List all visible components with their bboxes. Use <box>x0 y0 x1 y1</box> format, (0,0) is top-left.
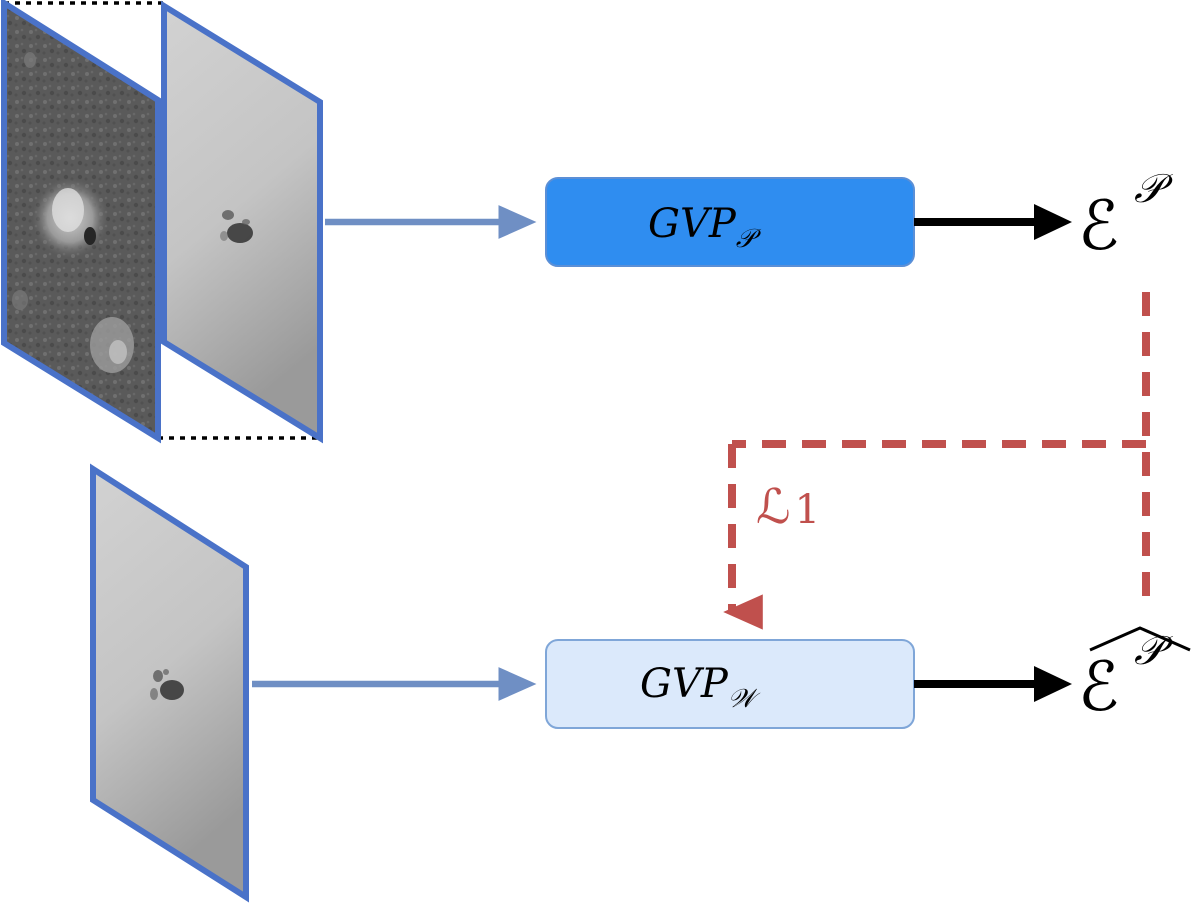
loss-connection <box>723 292 1150 630</box>
output-pretrained: ℰ 𝒫 <box>1078 166 1174 266</box>
continuum-frame <box>161 0 323 444</box>
gvp-weak-box: GVP𝒲 <box>545 639 915 729</box>
hat-accent <box>1089 626 1191 652</box>
top-input-pair <box>0 0 323 444</box>
sunspot-icon <box>220 210 253 243</box>
embedding-hat-symbol: ℰ <box>1078 648 1119 727</box>
embedding-superscript: 𝒫 <box>1134 166 1174 212</box>
weak-input-frame <box>90 463 249 903</box>
output-weak: ℰ 𝒫 <box>1078 626 1191 727</box>
magnetogram-frame <box>0 0 161 444</box>
embedding-symbol: ℰ <box>1078 187 1119 266</box>
sunspot-icon <box>150 669 184 700</box>
gvp-pretrained-box: GVP𝒫 <box>545 177 915 267</box>
